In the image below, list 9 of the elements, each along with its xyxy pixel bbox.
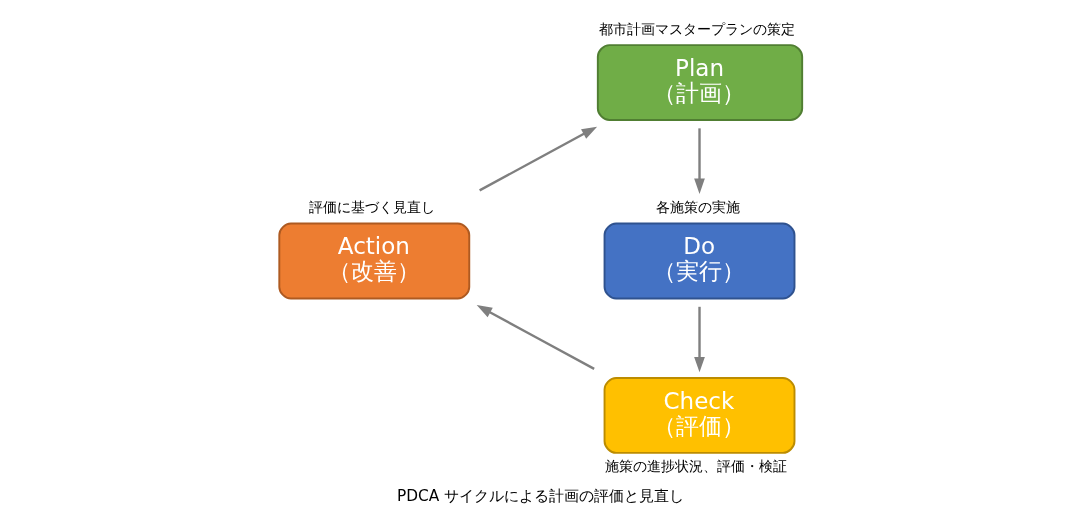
node-label: 各施策の実施 bbox=[655, 199, 740, 216]
arrow bbox=[694, 128, 705, 194]
node-label: 都市計画マスタープランの策定 bbox=[598, 20, 795, 37]
arrow bbox=[479, 126, 598, 192]
arrow bbox=[694, 306, 705, 373]
caption: PDCA サイクルによる計画の評価と見直し bbox=[396, 487, 685, 506]
node-label: 施策の進捗状況、評価・検証 bbox=[605, 458, 788, 475]
node-label: 評価に基づく見直し bbox=[309, 199, 436, 216]
arrow bbox=[476, 305, 595, 370]
